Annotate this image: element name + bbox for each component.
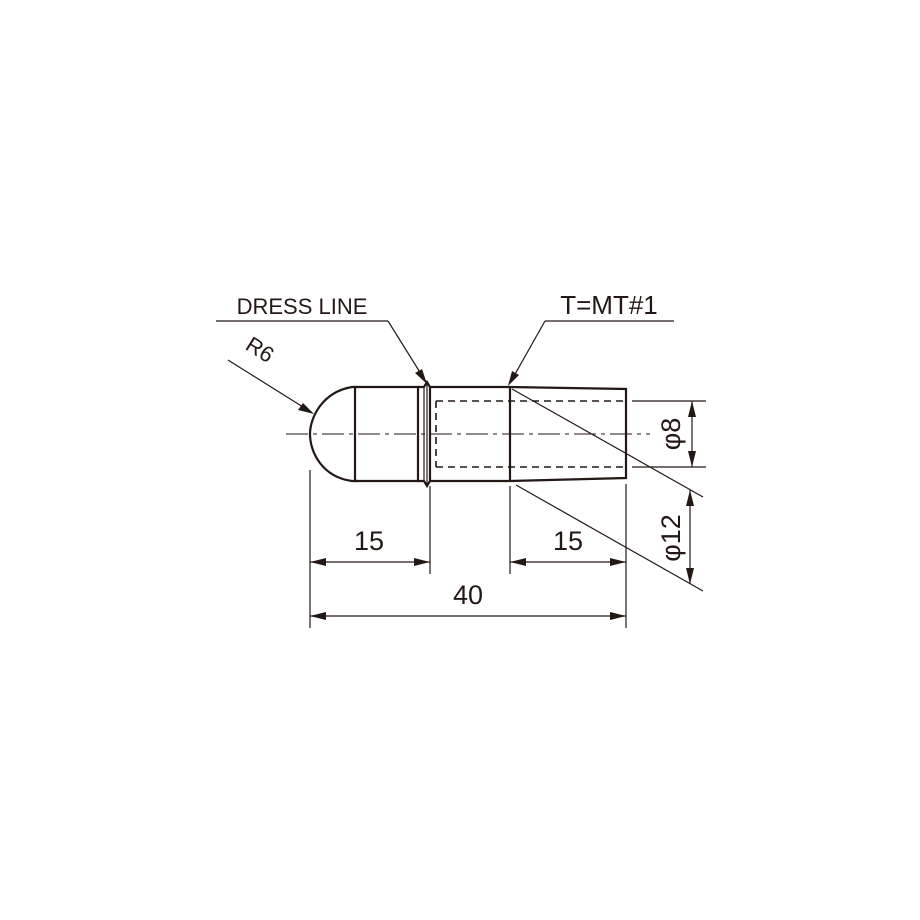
- taper-label: T=MT#1: [560, 290, 658, 320]
- dimension-bore-diameter: φ8: [656, 401, 696, 467]
- shank-extension-line: [515, 484, 704, 592]
- extension-lines: [309, 400, 706, 628]
- taper-length-label: 15: [553, 526, 583, 556]
- shank-body: [430, 385, 628, 483]
- dimension-tip-length: 15: [310, 526, 430, 566]
- tip-dome: [308, 385, 358, 483]
- dimension-overall-length: 40: [310, 580, 626, 620]
- callout-radius: R6: [227, 332, 314, 414]
- overall-length-label: 40: [453, 580, 483, 610]
- shank-extension-line: [511, 388, 704, 498]
- radius-label: R6: [241, 332, 278, 368]
- callout-taper: T=MT#1: [508, 290, 674, 386]
- bore-diameter-label: φ8: [656, 418, 686, 451]
- dress-line-label: DRESS LINE: [237, 294, 368, 319]
- shank-diameter-label: φ12: [656, 514, 686, 562]
- dimension-taper-length: 15: [510, 526, 626, 566]
- callout-dress-line: DRESS LINE: [216, 294, 427, 384]
- dimension-shank-diameter: φ12: [511, 388, 704, 592]
- part-outline: [286, 379, 650, 489]
- tip-length-label: 15: [354, 526, 384, 556]
